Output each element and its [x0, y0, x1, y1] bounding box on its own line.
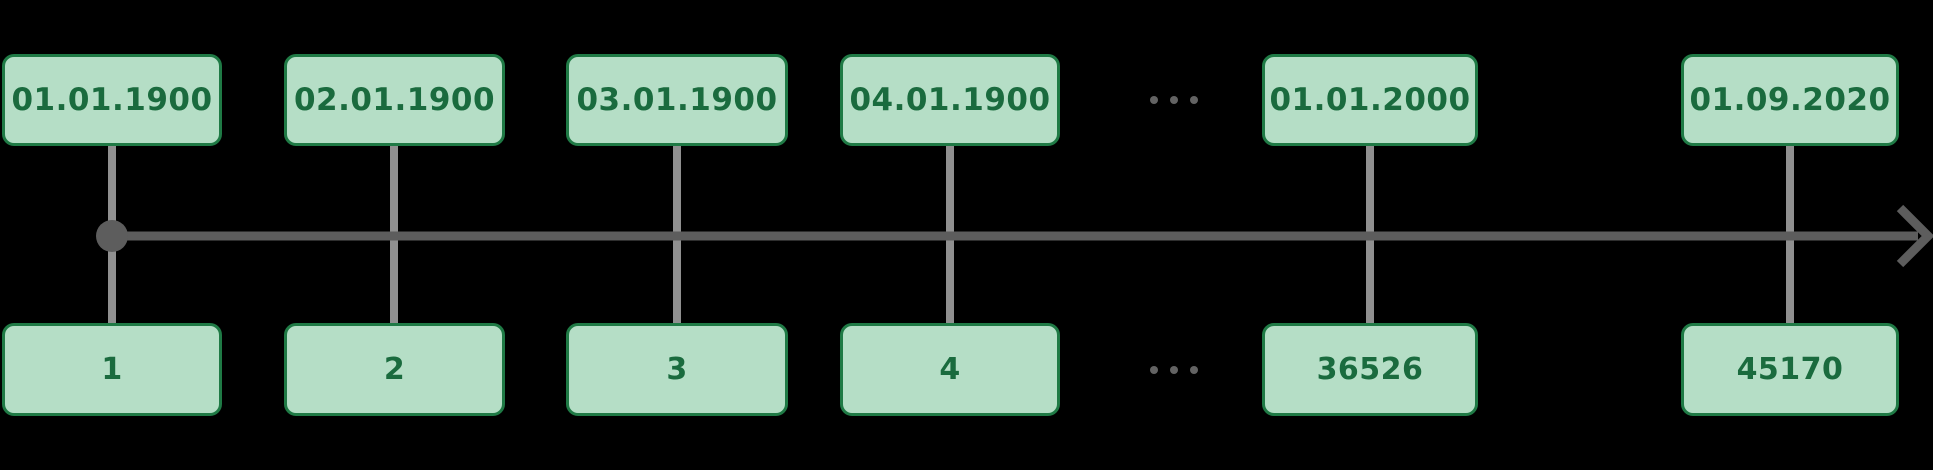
dot — [1150, 365, 1158, 374]
serial-box: 36526 — [1262, 323, 1478, 416]
serial-label: 1 — [101, 352, 123, 387]
serial-box: 3 — [566, 323, 788, 416]
serial-box: 45170 — [1681, 323, 1899, 416]
serial-box: 1 — [2, 323, 222, 416]
serial-label: 4 — [939, 352, 961, 387]
dot — [1170, 96, 1178, 104]
dot — [1170, 365, 1178, 374]
date-label: 01.01.2000 — [1269, 82, 1471, 118]
axis-origin-dot — [96, 220, 128, 252]
date-label: 01.01.1900 — [11, 82, 213, 118]
serial-label: 2 — [383, 352, 406, 387]
dot — [1190, 365, 1198, 374]
serial-label: 3 — [666, 352, 688, 387]
date-label: 01.09.2020 — [1689, 82, 1891, 118]
axis-arrow-icon — [1896, 204, 1933, 268]
date-box: 02.01.1900 — [284, 54, 505, 146]
date-label: 03.01.1900 — [576, 82, 778, 118]
date-box: 03.01.1900 — [566, 54, 788, 146]
dot — [1150, 96, 1158, 104]
ellipsis-top-icon — [1150, 54, 1198, 146]
serial-label: 45170 — [1736, 352, 1844, 387]
serial-label: 36526 — [1316, 352, 1424, 387]
date-label: 04.01.1900 — [849, 82, 1051, 118]
dot — [1190, 96, 1198, 104]
date-box: 01.09.2020 — [1681, 54, 1899, 146]
date-label: 02.01.1900 — [293, 82, 496, 118]
ellipsis-bottom-icon — [1150, 323, 1198, 416]
serial-box: 2 — [284, 323, 505, 416]
serial-box: 4 — [840, 323, 1060, 416]
date-box: 01.01.1900 — [2, 54, 222, 146]
date-box: 04.01.1900 — [840, 54, 1060, 146]
date-box: 01.01.2000 — [1262, 54, 1478, 146]
